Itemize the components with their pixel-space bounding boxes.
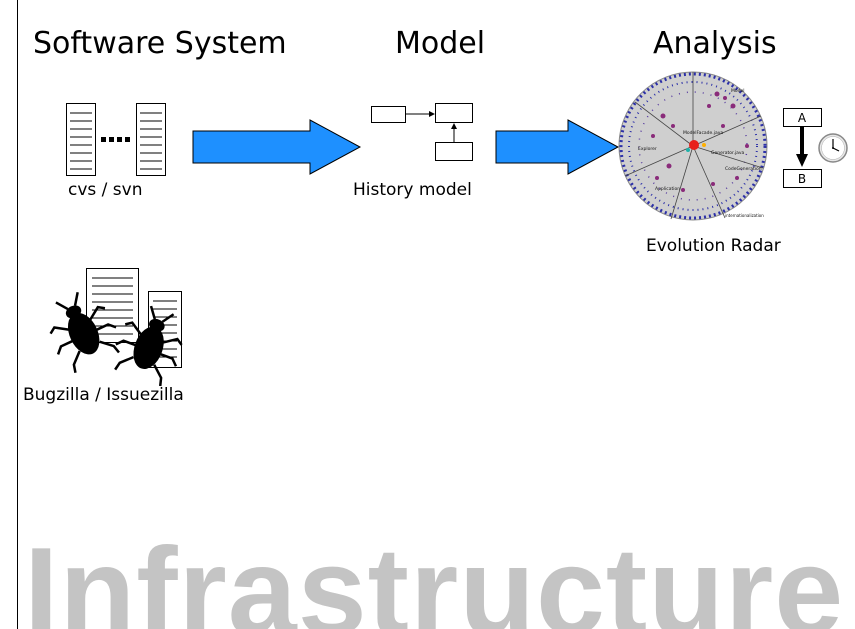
heading-analysis: Analysis — [653, 26, 777, 61]
heading-model: Model — [395, 26, 486, 61]
ellipsis — [101, 137, 130, 142]
bug-icon — [114, 305, 183, 387]
document-icon — [66, 103, 96, 176]
caption-bugzilla: Bugzilla / Issuezilla — [23, 385, 184, 405]
watermark-infrastructure: Infrastructure — [24, 523, 845, 629]
radar-label-explorer: Explorer — [638, 146, 657, 152]
radar-label-model: Model — [731, 88, 745, 94]
evolution-radar: Model ModelFacade.java Explorer Generato… — [618, 71, 768, 221]
heading-software-system: Software System — [33, 26, 287, 61]
document-icon — [136, 103, 166, 176]
radar-label-application: Application — [655, 186, 680, 192]
caption-evolution-radar: Evolution Radar — [646, 236, 781, 256]
box-b-label: B — [798, 172, 806, 186]
slide: Software System Model Analysis — [17, 0, 855, 629]
radar-label-code-generation: CodeGeneration — [725, 166, 762, 172]
caption-history-model: History model — [353, 180, 472, 200]
radar-label-internationalization: internationalization — [725, 213, 764, 218]
bugzilla-illustration — [49, 268, 183, 387]
radar-label-generator: Generator.java — [711, 150, 745, 156]
time-window-diagram: A B — [783, 108, 848, 188]
bug-icon — [49, 292, 120, 374]
caption-cvs-svn: cvs / svn — [68, 180, 143, 200]
arrow-right-icon — [495, 119, 620, 175]
history-model-diagram — [371, 103, 473, 161]
box-a-label: A — [798, 111, 807, 125]
radar-label-model-facade: ModelFacade.java — [683, 130, 723, 136]
cvs-documents — [66, 103, 166, 176]
arrow-right-icon — [192, 119, 362, 175]
clock-icon — [818, 133, 848, 163]
